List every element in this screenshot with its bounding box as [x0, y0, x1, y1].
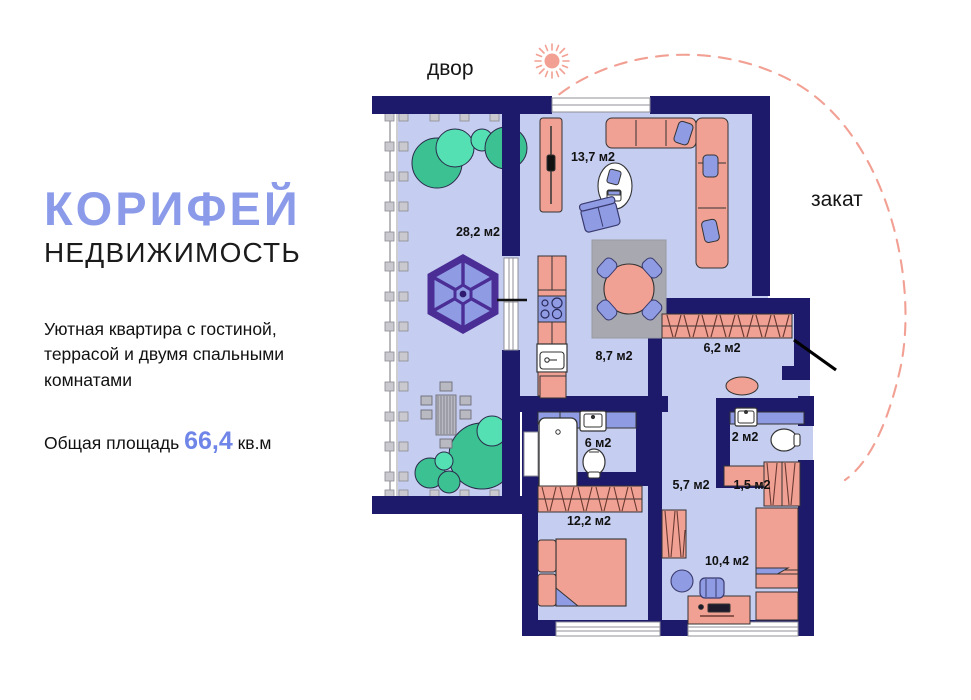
brand-subtitle: НЕДВИЖИМОСТЬ — [44, 237, 301, 268]
second-bedroom-furniture — [661, 507, 799, 625]
label-yard: двор — [427, 57, 474, 80]
gazebo-icon — [427, 253, 499, 335]
entry-hall-furniture — [661, 313, 793, 396]
kitchen-furniture — [536, 255, 568, 397]
room-label-wc: 2 м2 — [732, 430, 759, 444]
terrace-dining-set — [420, 381, 472, 449]
entrance-door — [793, 338, 837, 372]
room-labels: 28,2 м2 13,7 м2 8,7 м2 6,2 м2 6 м2 2 м2 … — [456, 150, 771, 568]
room-label-terrace: 28,2 м2 — [456, 225, 500, 239]
property-description: Уютная квартира с гостиной, террасой и д… — [44, 318, 285, 390]
room-label-living-room: 13,7 м2 — [571, 150, 615, 164]
room-label-bathroom: 6 м2 — [585, 436, 612, 450]
master-bedroom-furniture — [537, 485, 643, 607]
wc-fixtures — [729, 407, 805, 452]
room-label-bedroom-second: 10,4 м2 — [705, 554, 749, 568]
total-area-label: Общая площадь — [44, 432, 180, 453]
closet-wardrobe — [723, 461, 801, 507]
total-area: Общая площадь 66,4 кв.м — [44, 427, 374, 456]
bathroom-fixtures — [537, 375, 637, 495]
room-label-kitchen: 8,7 м2 — [595, 349, 632, 363]
total-area-unit: кв.м — [237, 432, 272, 453]
room-label-entry-hall: 6,2 м2 — [703, 341, 740, 355]
brand-name: КОРИФЕЙ — [44, 182, 301, 235]
room-label-bedroom-master: 12,2 м2 — [567, 514, 611, 528]
terrace-railing — [378, 110, 500, 500]
room-label-closet: 1,5 м2 — [733, 478, 770, 492]
room-label-corridor: 5,7 м2 — [672, 478, 709, 492]
info-panel: КОРИФЕЙ НЕДВИЖИМОСТЬ Уютная квартира с г… — [44, 185, 374, 456]
living-room-furniture — [539, 117, 729, 339]
windows — [497, 97, 799, 637]
total-area-value: 66,4 — [184, 426, 233, 455]
